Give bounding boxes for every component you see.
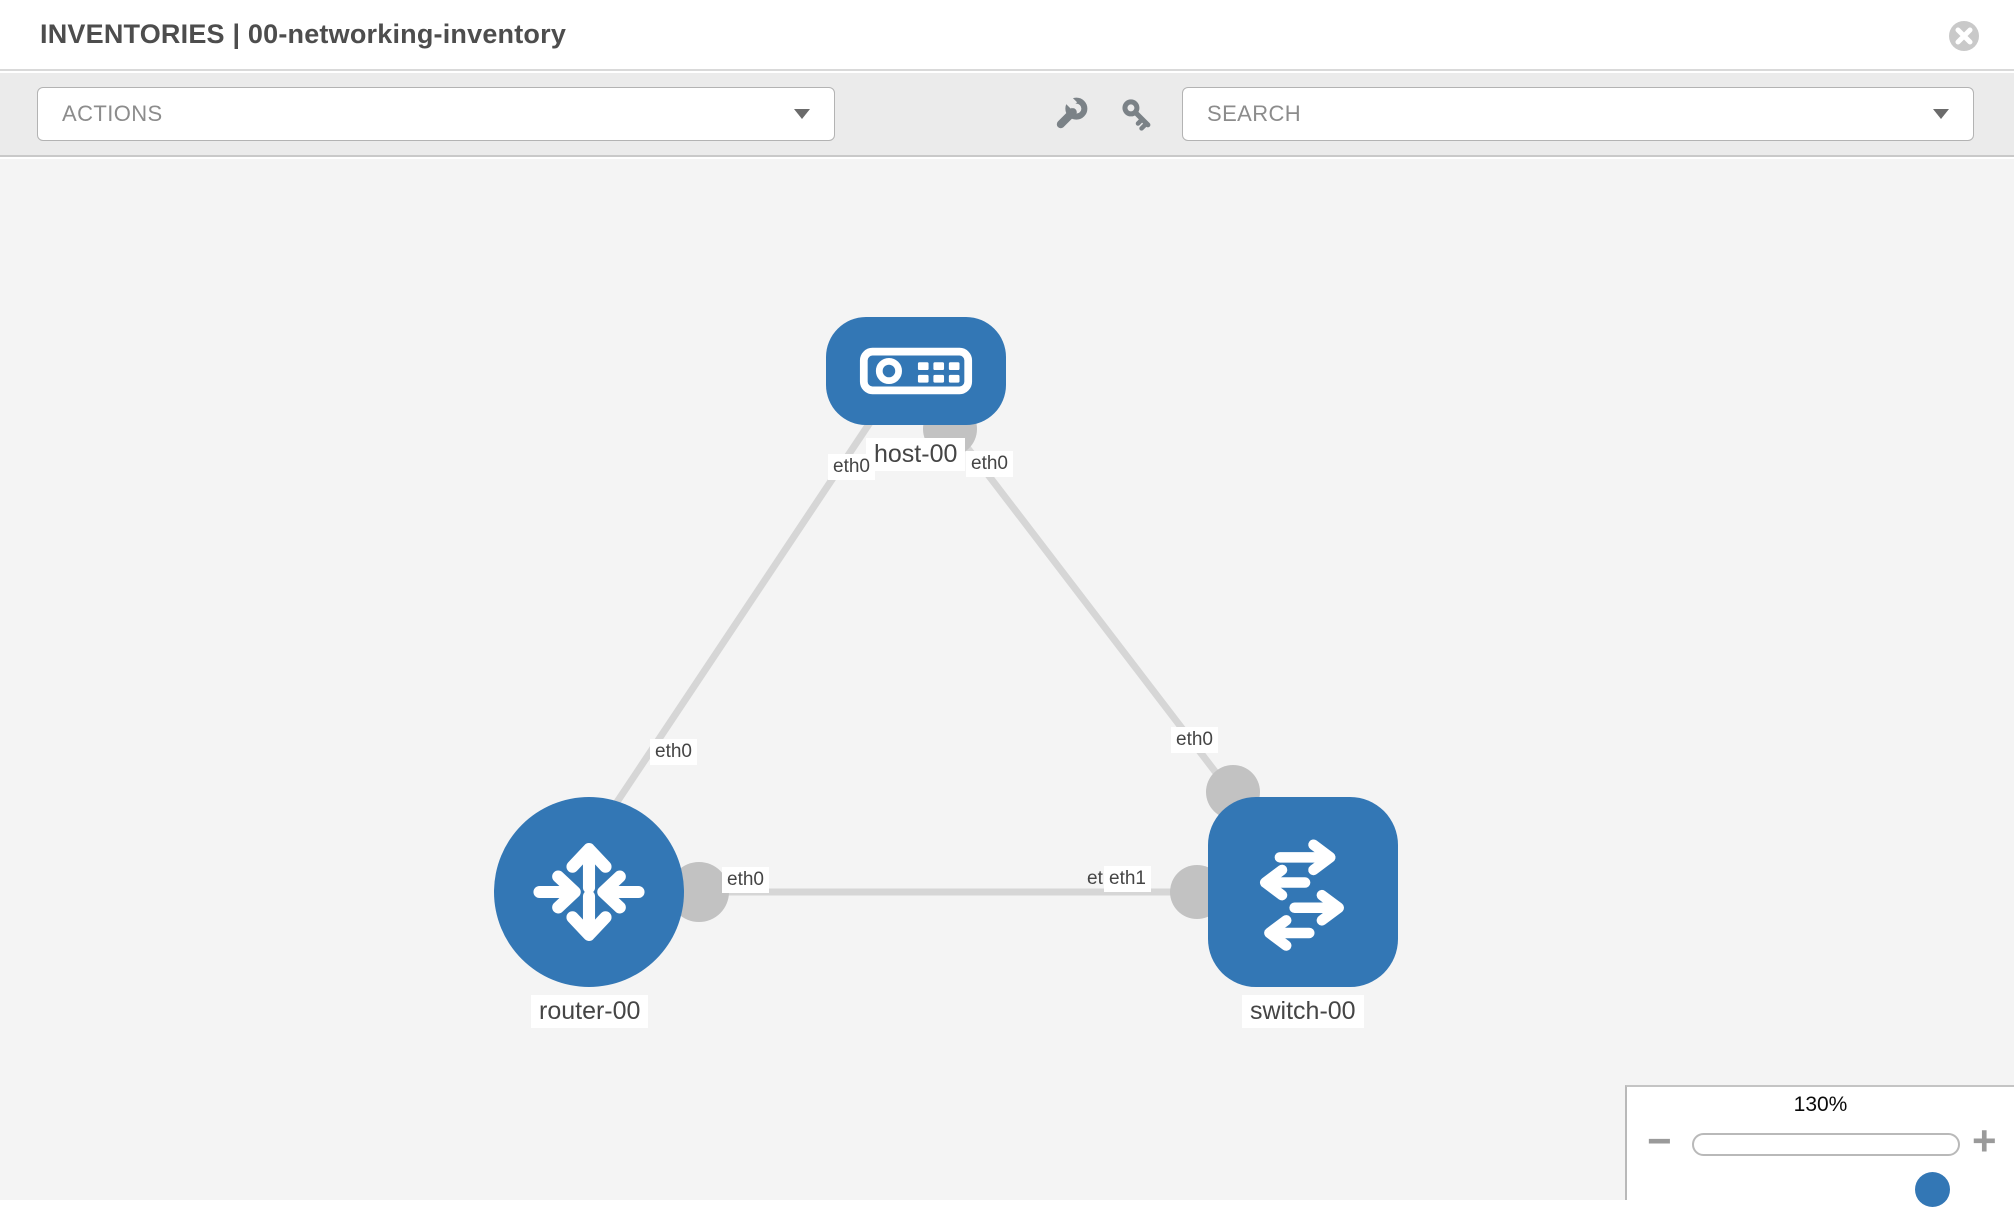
zoom-percent: 130% <box>1793 1093 1848 1116</box>
zoom-in-button[interactable]: + <box>1972 1117 1997 1164</box>
router-arrows-icon <box>533 843 645 941</box>
node-label: router-00 <box>531 995 649 1028</box>
search-dropdown[interactable]: SEARCH <box>1182 87 1974 141</box>
key-icon[interactable] <box>1118 95 1158 135</box>
interface-connector <box>669 862 729 922</box>
caret-down-icon <box>1933 109 1949 119</box>
wrench-icon[interactable] <box>1050 95 1090 135</box>
zoom-slider-track[interactable] <box>1692 1133 1960 1207</box>
interface-label: eth1 <box>1104 866 1151 892</box>
interface-label: eth0 <box>966 451 1013 477</box>
interface-label: eth0 <box>722 867 769 893</box>
actions-dropdown-label: ACTIONS <box>62 101 163 126</box>
server-icon <box>859 347 973 395</box>
zoom-panel: 130% − + <box>1625 1085 2014 1207</box>
search-dropdown-label: SEARCH <box>1207 101 1302 126</box>
interface-label-clipped: etl <box>1087 868 1108 889</box>
toolbar: ACTIONS SEARCH <box>0 73 2014 157</box>
zoom-out-button[interactable]: − <box>1647 1117 1672 1164</box>
close-icon[interactable] <box>1948 20 1980 52</box>
node-label: switch-00 <box>1242 995 1364 1028</box>
page-header: INVENTORIES | 00-networking-inventory <box>0 0 2014 71</box>
caret-down-icon <box>794 109 810 119</box>
interface-label: eth0 <box>1171 727 1218 753</box>
interface-label: eth0 <box>828 454 875 480</box>
node-label: host-00 <box>866 438 966 471</box>
zoom-slider-thumb[interactable] <box>1915 1172 1950 1207</box>
node-router-00[interactable] <box>494 797 684 987</box>
interface-label: eth0 <box>650 739 697 765</box>
node-host-00[interactable] <box>826 317 1006 425</box>
switch-arrows-icon <box>1259 839 1344 951</box>
topology-links-layer <box>602 402 1260 922</box>
page-title: INVENTORIES | 00-networking-inventory <box>40 19 567 49</box>
actions-dropdown[interactable]: ACTIONS <box>37 87 835 141</box>
node-switch-00[interactable] <box>1208 797 1398 987</box>
topology-canvas[interactable]: host-00 router-00 switch-00 eth0 eth0 et… <box>0 159 2014 1200</box>
